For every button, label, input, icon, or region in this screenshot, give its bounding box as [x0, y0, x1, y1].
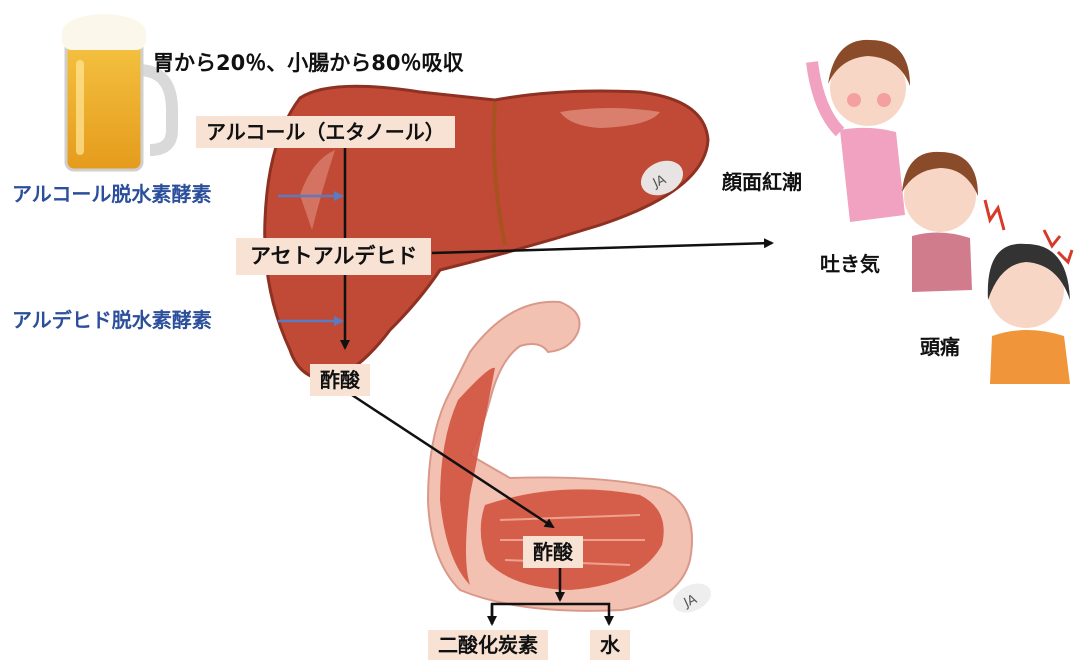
headache-girl-illustration: [988, 230, 1072, 384]
acetaldehyde-label: アセトアルデヒド: [236, 238, 431, 275]
symptom-flushing: 顔面紅潮: [722, 172, 802, 192]
alcohol-label: アルコール（エタノール）: [196, 116, 455, 148]
symptom-nausea: 吐き気: [820, 254, 880, 274]
muscle-acetic-acid-label: 酢酸: [523, 536, 583, 568]
water-label: 水: [590, 630, 630, 660]
carbon-dioxide-label: 二酸化炭素: [428, 630, 548, 660]
arm-muscle-illustration: [428, 302, 716, 619]
liver-acetic-acid-label: 酢酸: [310, 364, 370, 396]
beer-mug-icon: [62, 14, 172, 170]
flushing-girl-illustration: [812, 40, 910, 222]
absorption-note: 胃から20％、小腸から80％吸収: [153, 53, 463, 74]
adh-enzyme-label: アルコール脱水素酵素: [12, 184, 211, 204]
symptom-headache: 頭痛: [920, 337, 960, 357]
nausea-girl-illustration: [902, 152, 1004, 292]
aldh-enzyme-label: アルデヒド脱水素酵素: [12, 310, 212, 330]
